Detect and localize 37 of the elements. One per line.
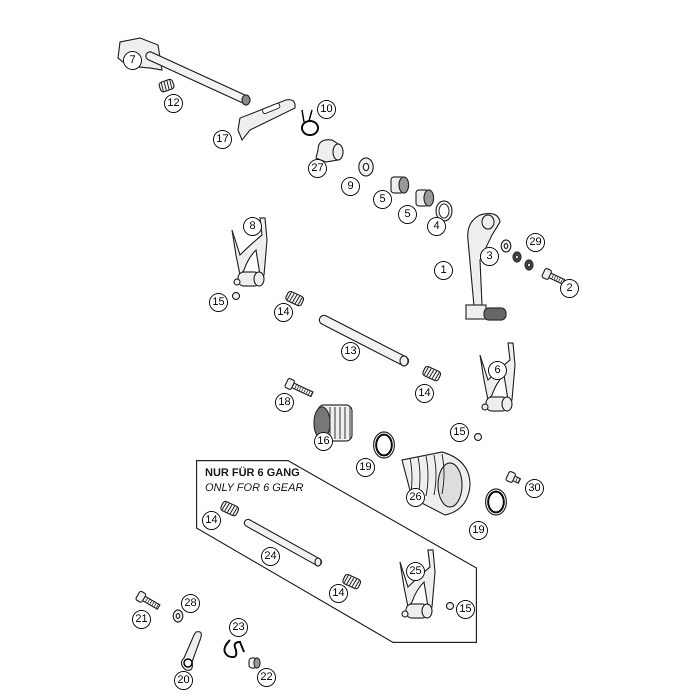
callout-number: 25 (406, 562, 425, 581)
callout-number: 21 (132, 610, 151, 629)
callout-number: 19 (356, 458, 375, 477)
callout-number: 18 (275, 393, 294, 412)
callout-number: 26 (406, 488, 425, 507)
callout-number: 29 (526, 233, 545, 252)
callout-number: 10 (317, 100, 336, 119)
callout-number: 3 (480, 247, 499, 266)
callout-number: 15 (450, 423, 469, 442)
group-subheading: ONLY FOR 6 GEAR (205, 482, 304, 494)
callout-number: 14 (415, 384, 434, 403)
callout-number: 14 (202, 511, 221, 530)
callout-number: 9 (341, 177, 360, 196)
group-heading: NUR FÜR 6 GANG (205, 467, 300, 479)
callout-number: 30 (525, 479, 544, 498)
callout-number: 8 (243, 217, 262, 236)
callout-number: 23 (229, 618, 248, 637)
callout-number: 13 (341, 342, 360, 361)
callout-number: 27 (308, 159, 327, 178)
callout-number: 16 (314, 432, 333, 451)
callout-number: 5 (398, 205, 417, 224)
callout-number: 4 (427, 217, 446, 236)
callout-number: 24 (261, 547, 280, 566)
callout-number: 5 (373, 190, 392, 209)
callout-number: 22 (257, 668, 276, 687)
callout-number: 14 (274, 303, 293, 322)
callout-number: 2 (560, 279, 579, 298)
callout-number: 14 (329, 584, 348, 603)
callout-number: 6 (488, 361, 507, 380)
callout-number: 20 (174, 671, 193, 690)
callout-number: 15 (456, 600, 475, 619)
callout-number: 17 (213, 130, 232, 149)
callout-number: 1 (434, 261, 453, 280)
callout-number: 19 (469, 521, 488, 540)
callout-number: 12 (164, 94, 183, 113)
callout-number: 28 (181, 594, 200, 613)
callout-number: 15 (209, 293, 228, 312)
